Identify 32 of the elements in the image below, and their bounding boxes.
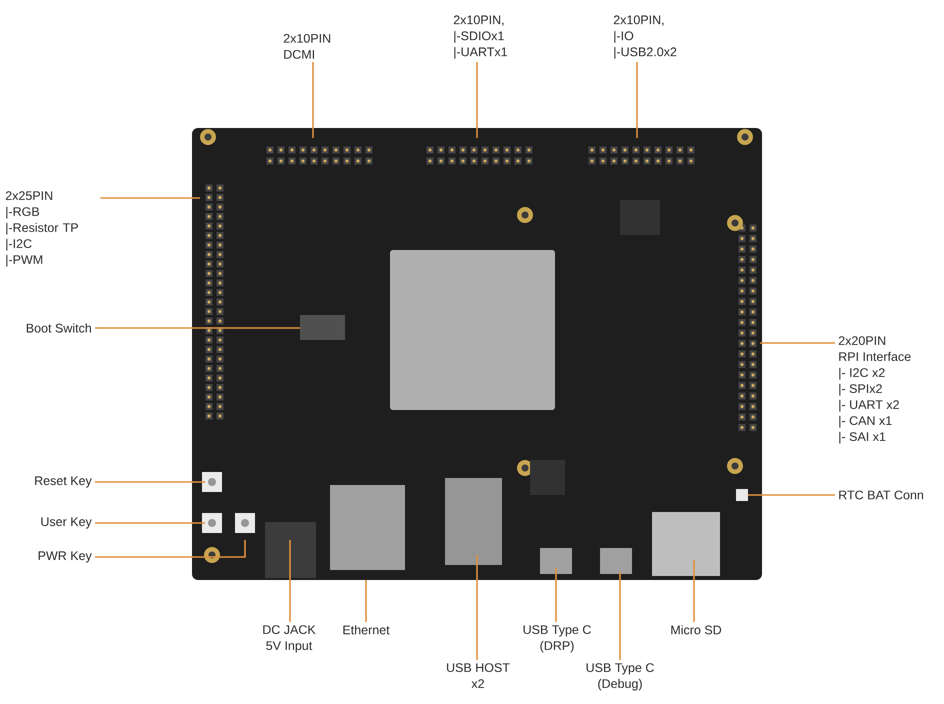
callout-label: 2x10PIN, |-IO |-USB2.0x2 — [614, 15, 676, 59]
callout-label: USB Type C (Debug) — [586, 663, 654, 691]
callout-label: Boot Switch — [26, 323, 91, 333]
leader-line — [636, 62, 638, 138]
leader-line — [95, 481, 205, 483]
leader-line — [365, 580, 367, 622]
callout-label: USB Type C (DRP) — [524, 625, 591, 653]
callout-label: 2x10PIN, |-SDIOx1 |-UARTx1 — [454, 15, 507, 59]
leader-line — [95, 327, 300, 329]
leader-line — [100, 197, 200, 199]
leader-line — [476, 62, 478, 138]
leader-line — [312, 62, 314, 138]
leader-line — [619, 572, 621, 660]
leader-line — [289, 540, 291, 622]
callout-label: 2x10PIN DCMI — [284, 34, 330, 59]
leader-line — [95, 522, 205, 524]
leader-line — [95, 540, 246, 558]
callout-label: Micro SD — [671, 625, 722, 634]
leader-line — [555, 568, 557, 622]
callout-label: USB HOST x2 — [447, 663, 510, 688]
callout-label: User Key — [41, 517, 92, 529]
leader-line — [476, 555, 478, 660]
callout-label: 2x20PIN RPI Interface |- I2C x2 |- SPIx2 |- UART x2 |- CAN x1 |- SAI x1 — [838, 336, 911, 444]
callout-label: DC JACK 5V Input — [263, 625, 316, 653]
callout-label: RTC BAT Conn — [839, 490, 924, 500]
callout-label: 2x25PIN |-RGB |-Resistor TP |-I2C |-PWM — [6, 191, 78, 267]
leader-line — [748, 494, 835, 496]
callout-label: Ethernet — [343, 625, 390, 634]
leader-line — [693, 560, 695, 622]
callout-label: Reset Key — [35, 476, 92, 488]
callout-label: PWR Key — [38, 551, 92, 563]
leader-line — [760, 342, 835, 344]
